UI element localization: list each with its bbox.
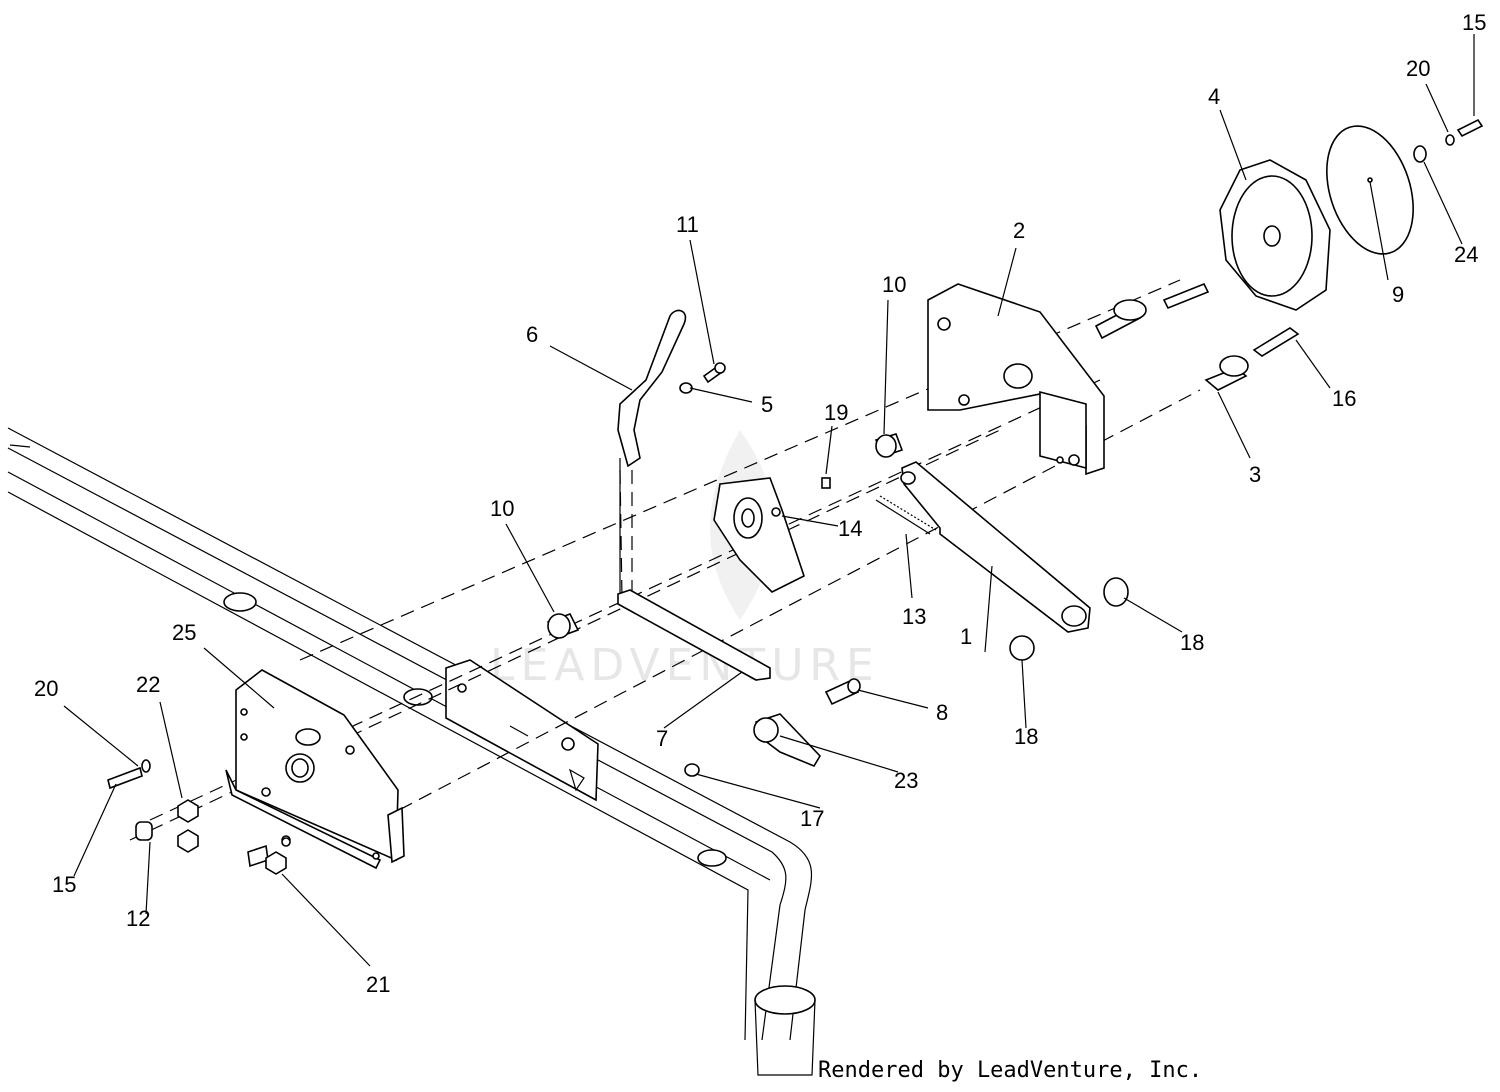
leader-lines xyxy=(63,34,1475,967)
part-15-bolt-left xyxy=(107,766,143,790)
callout-15-right: 15 xyxy=(1462,10,1486,35)
part-15-bolt-right xyxy=(1456,118,1484,138)
part-12-spacer xyxy=(135,821,153,841)
callout-labels: 1 2 3 4 5 6 7 8 9 10 10 11 12 13 14 15 1… xyxy=(34,10,1486,997)
callout-21: 21 xyxy=(366,972,390,997)
part-3-pin xyxy=(1204,355,1249,391)
callout-22: 22 xyxy=(136,672,160,697)
part-11-bolt xyxy=(702,362,726,384)
handle-mount-bracket xyxy=(445,659,599,802)
callout-2: 2 xyxy=(1013,218,1025,243)
callout-15-left: 15 xyxy=(52,872,76,897)
part-6-lever xyxy=(617,309,687,600)
callout-19: 19 xyxy=(824,400,848,425)
callout-24: 24 xyxy=(1454,242,1478,267)
part-20-washer-right xyxy=(1445,134,1455,146)
part-14-sprocket xyxy=(713,477,805,593)
credit-text: Rendered by LeadVenture, Inc. xyxy=(818,1058,1203,1083)
part-10-bushing-upper xyxy=(874,433,904,458)
part-1-arm xyxy=(900,461,1091,633)
callout-10-upper: 10 xyxy=(882,272,906,297)
callout-16: 16 xyxy=(1332,386,1356,411)
callout-9: 9 xyxy=(1392,282,1404,307)
left-hardware xyxy=(107,759,291,875)
part-23-cam xyxy=(753,713,821,768)
callout-18-left: 18 xyxy=(1014,724,1038,749)
callout-20-left: 20 xyxy=(34,676,58,701)
callout-5: 5 xyxy=(761,392,773,417)
callout-20-right: 20 xyxy=(1406,56,1430,81)
callout-10-lower: 10 xyxy=(490,496,514,521)
part-16-bolt xyxy=(1252,327,1300,357)
part-13-spring xyxy=(875,495,937,535)
callout-1: 1 xyxy=(960,624,972,649)
callout-18-right: 18 xyxy=(1180,630,1204,655)
callout-8: 8 xyxy=(936,700,948,725)
part-4-sprocket-wheel xyxy=(1219,159,1331,311)
part-22-nut xyxy=(177,799,199,823)
callout-7: 7 xyxy=(656,726,668,751)
callout-3: 3 xyxy=(1249,462,1261,487)
part-10-bushing-lower xyxy=(546,613,580,639)
part-9-disc xyxy=(1326,125,1414,255)
callout-4: 4 xyxy=(1208,84,1220,109)
part-7-link xyxy=(617,589,771,681)
callout-6: 6 xyxy=(526,322,538,347)
part-21-nut xyxy=(265,851,287,875)
part-2-bracket xyxy=(927,283,1105,476)
callout-14: 14 xyxy=(838,516,862,541)
part-20-washer-left xyxy=(141,759,151,773)
part-8-pin xyxy=(824,678,861,706)
part-19-key xyxy=(821,477,831,489)
handle-bar xyxy=(7,427,816,1076)
watermark-text: LEADVENTURE xyxy=(490,640,880,691)
part-18-ring-right xyxy=(1103,577,1129,607)
callout-25: 25 xyxy=(172,620,196,645)
part-25-left-plate xyxy=(225,669,405,870)
callout-12: 12 xyxy=(126,906,150,931)
callout-13: 13 xyxy=(902,604,926,629)
callout-17: 17 xyxy=(800,806,824,831)
part-24-washer xyxy=(1413,145,1427,163)
upper-pin xyxy=(1094,282,1210,340)
callout-11: 11 xyxy=(676,212,699,237)
part-18-ring-left xyxy=(1009,635,1035,661)
part-17-clip xyxy=(684,763,700,777)
callout-23: 23 xyxy=(894,768,918,793)
